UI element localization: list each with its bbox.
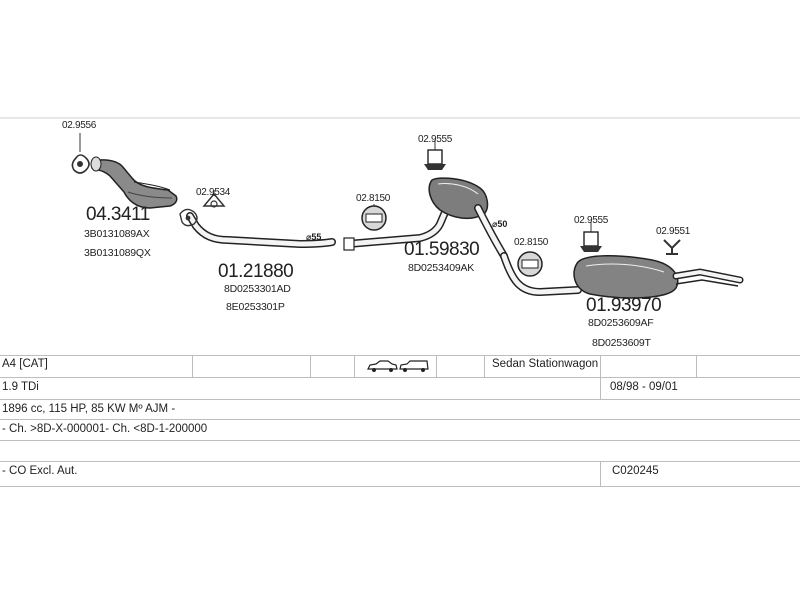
gasket-icon <box>71 133 90 174</box>
middle-pipe-diameter: ⌀50 <box>492 219 508 229</box>
seal-part-number: 02.9534 <box>196 187 231 198</box>
bracket-part-number: 02.9551 <box>656 226 691 237</box>
clamp-part-number: 02.8150 <box>514 237 549 248</box>
notes-cell: - CO Excl. Aut. <box>2 465 78 477</box>
rear-silencer-oe-ref-1: 8D0253609AF <box>588 317 654 329</box>
catalyst-part-number: 04.3411 <box>86 204 150 225</box>
rear-silencer-part-number: 01.93970 <box>586 295 662 316</box>
model-cell: A4 [CAT] <box>2 358 48 370</box>
middle-silencer-oe-ref: 8D0253409AK <box>408 262 475 274</box>
clamp-icon <box>361 204 387 231</box>
rubber-hanger-icon <box>424 140 446 170</box>
engine-cell: 1.9 TDi <box>2 381 39 393</box>
body-type-cell: Sedan Stationwagon <box>492 358 599 370</box>
catalyst-oe-ref-2: 3B0131089QX <box>84 247 151 259</box>
rear-silencer-oe-ref-2: 8D0253609T <box>592 337 651 349</box>
exhaust-drawing <box>0 117 800 299</box>
body-style-icons <box>366 358 430 378</box>
clamp-part-number: 02.8150 <box>356 193 391 204</box>
clamp-icon <box>517 251 543 277</box>
middle-silencer-part-number: 01.59830 <box>404 239 480 260</box>
middle-silencer-icon <box>343 177 508 260</box>
front-pipe-oe-ref-2: 8E0253301P <box>226 301 285 313</box>
rear-silencer-icon <box>500 252 744 299</box>
front-pipe-icon <box>179 208 336 249</box>
hanger-part-number: 02.9555 <box>574 215 609 226</box>
system-code-cell: C020245 <box>612 465 659 477</box>
catalyst-oe-ref-1: 3B0131089AX <box>84 228 150 240</box>
gasket-part-number: 02.9556 <box>62 120 97 131</box>
hanger-part-number: 02.9555 <box>418 134 453 145</box>
seal-ring-icon <box>202 190 226 208</box>
chassis-range-cell: - Ch. >8D-X-000001- Ch. <8D-1-200000 <box>2 423 208 435</box>
front-pipe-part-number: 01.21880 <box>218 261 294 282</box>
engine-spec-cell: 1896 cc, 115 HP, 85 KW Mº AJM - <box>2 403 176 415</box>
hanger-bracket-icon <box>663 239 681 255</box>
sedan-car-icon <box>367 360 398 372</box>
stationwagon-car-icon <box>399 360 429 372</box>
front-pipe-diameter: ⌀55 <box>306 232 322 242</box>
front-pipe-oe-ref-1: 8D0253301AD <box>224 283 291 295</box>
rubber-hanger-icon <box>580 222 602 252</box>
catalytic-converter-icon <box>90 156 178 209</box>
production-period-cell: 08/98 - 09/01 <box>610 381 678 393</box>
